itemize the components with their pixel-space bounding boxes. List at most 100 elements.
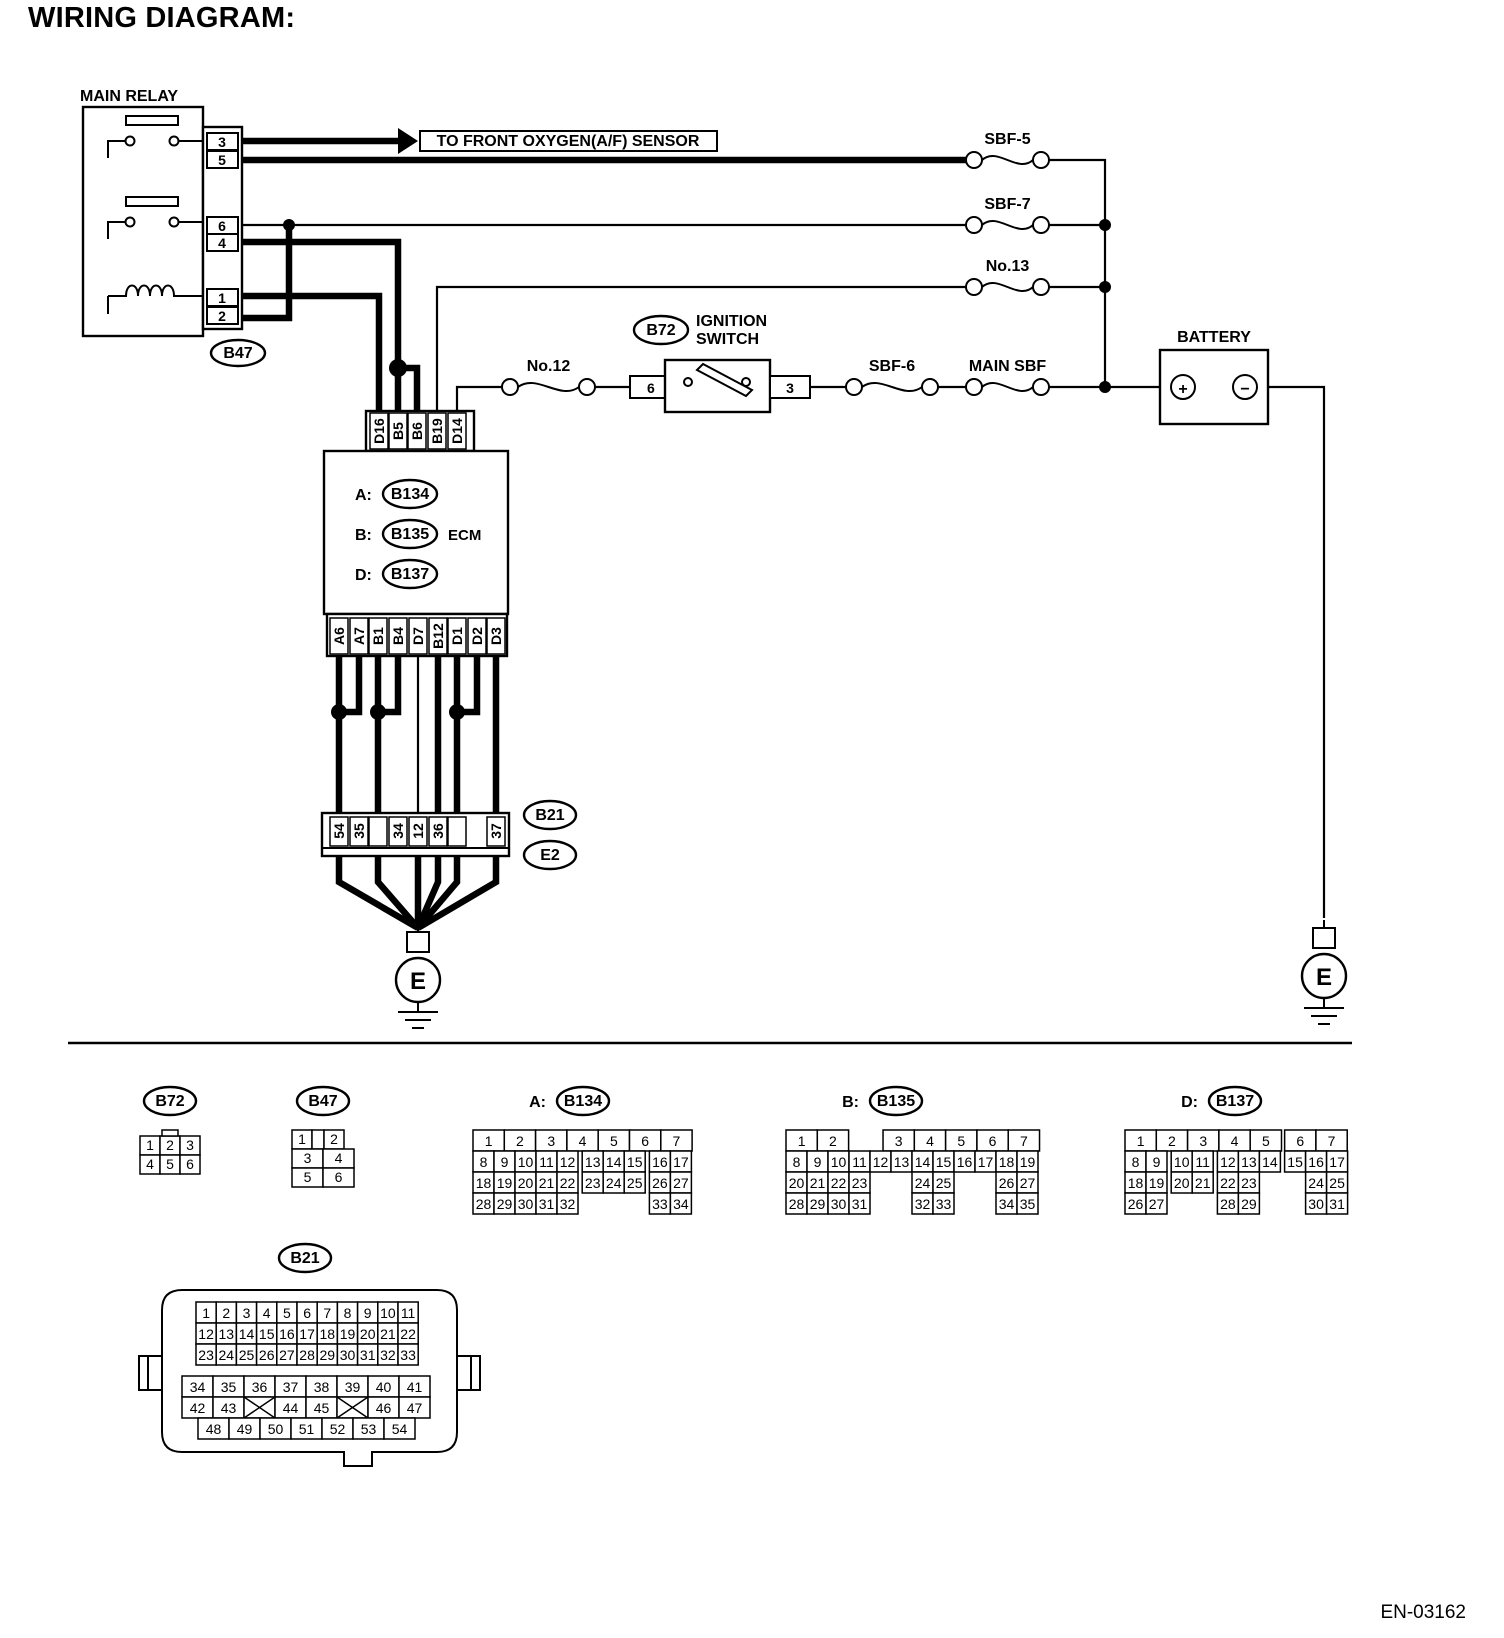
view-b137-pin-21-label: 21 <box>1195 1175 1211 1191</box>
ecm-top-pin-box-D14 <box>447 412 467 450</box>
main-relay-label: MAIN RELAY <box>80 88 178 105</box>
view-b134-pin-25-label: 25 <box>627 1175 643 1191</box>
view-b21-pin-12-label: 12 <box>198 1326 214 1342</box>
wire-joint-ground-0 <box>335 856 420 931</box>
view-b47-pin-2-label: 2 <box>330 1131 338 1147</box>
joint-code-e2-oval <box>522 839 578 871</box>
relay-switch-top-contact-right <box>168 135 180 147</box>
fuse-sbf6-terminal-left <box>845 378 863 396</box>
view-b21-pin-45-label: 45 <box>314 1400 330 1416</box>
d1d2-dot <box>449 704 465 720</box>
ecm-top-pin-box-D16 <box>369 412 389 450</box>
view-b21-pin-2-label: 2 <box>222 1305 230 1321</box>
view-b72-pin-5-label: 5 <box>166 1156 174 1172</box>
fuse-no13-label: No.13 <box>986 258 1030 275</box>
view-b134-pin-11-label: 11 <box>539 1154 554 1170</box>
view-b21-pin-53-label: 53 <box>361 1421 377 1437</box>
view-b137-pin-26-label: 26 <box>1128 1196 1144 1212</box>
ecm-conn-code-B137-label: B137 <box>391 566 429 583</box>
joint-code-b21-label: B21 <box>535 807 564 824</box>
page-title: WIRING DIAGRAM: <box>28 2 296 34</box>
view-b47-key <box>311 1129 325 1150</box>
view-b21-pin-50-label: 50 <box>268 1421 284 1437</box>
view-b21-pin-14-label: 14 <box>239 1326 255 1342</box>
view-b137-pin-14-label: 14 <box>1262 1154 1278 1170</box>
view-b135-pin-22-label: 22 <box>831 1175 847 1191</box>
fuse-no13-terminal-left <box>965 278 983 296</box>
view-b135-pin-31-box <box>848 1192 871 1215</box>
joint-pin-box-2 <box>368 816 388 847</box>
view-b21-pin-6-label: 6 <box>303 1305 311 1321</box>
relay-switch-mid-armature <box>125 196 179 207</box>
view-b137-pin-5-label: 5 <box>1262 1133 1270 1149</box>
view-b21-pin-23-label: 23 <box>198 1347 214 1363</box>
view-b134-pin-20-label: 20 <box>518 1175 534 1191</box>
battery-minus-circle <box>1232 374 1258 400</box>
ecm-conn-prefix-2: D: <box>355 567 372 584</box>
view-b137-pin-9-label: 9 <box>1153 1154 1161 1170</box>
view-b134-pin-15-label: 15 <box>627 1154 643 1170</box>
view-b135-pin-33-box <box>932 1192 955 1215</box>
view-b137-pin-4-label: 4 <box>1231 1133 1239 1149</box>
fuse-no12-label: No.12 <box>527 358 571 375</box>
view-b21-pin-1-label: 1 <box>202 1305 210 1321</box>
fuse-sbf5-label: SBF-5 <box>984 131 1030 148</box>
wire-no13-b19 <box>435 285 974 413</box>
ecm-conn-prefix-0: A: <box>355 487 372 504</box>
view-b134-pin-25-box <box>623 1171 646 1194</box>
fuse-main-sbf-terminal-left <box>965 378 983 396</box>
view-b134-pin-5-label: 5 <box>610 1133 618 1149</box>
relay-pin-6: 6 <box>218 218 226 234</box>
wire-joint-ground-5 <box>416 856 500 931</box>
view-b135-pin-25-label: 25 <box>936 1175 952 1191</box>
battery-plus-circle <box>1170 374 1196 400</box>
view-b137-pin-30-label: 30 <box>1308 1196 1324 1212</box>
view-b134-pin-4-label: 4 <box>579 1133 587 1149</box>
view-b21-pin-32-label: 32 <box>380 1347 396 1363</box>
view-b21-pin-21-label: 21 <box>380 1326 396 1342</box>
view-b72-pin-1-label: 1 <box>146 1137 154 1153</box>
view-b47-pin-6-box <box>322 1167 355 1188</box>
ground-ecm-label: E <box>410 968 426 995</box>
ecm-bottom-pin-box-B4 <box>388 617 408 655</box>
view-b134-pin-31-label: 31 <box>539 1196 555 1212</box>
view-b21-pin-29-label: 29 <box>320 1347 336 1363</box>
ground-battery-terminal <box>1312 927 1336 949</box>
view-b21-pin-17-label: 17 <box>299 1326 315 1342</box>
view-b47-code-label: B47 <box>308 1093 337 1110</box>
joint-pin-35: 35 <box>351 823 367 839</box>
view-b134-pin-23-label: 23 <box>585 1175 601 1191</box>
view-b21-pin-40-label: 40 <box>376 1379 392 1395</box>
fuse-main-sbf-element <box>981 381 1034 393</box>
ecm-bottom-pin-B12: B12 <box>430 623 446 649</box>
view-b137-pin-1-label: 1 <box>1137 1133 1145 1149</box>
relay-pin-box-2 <box>206 306 239 325</box>
view-b135-pin-27-label: 27 <box>1020 1175 1036 1191</box>
view-b21-pin-35-label: 35 <box>221 1379 237 1395</box>
view-b21-pin-27-label: 27 <box>279 1347 295 1363</box>
joint-pin-box-6 <box>447 816 467 847</box>
view-b135-pin-24-label: 24 <box>915 1175 931 1191</box>
view-b72-key <box>161 1129 179 1137</box>
view-b137-pin-14-box <box>1258 1150 1282 1173</box>
view-b137-pin-25-label: 25 <box>1329 1175 1345 1191</box>
fuse-sbf6-label: SBF-6 <box>869 358 915 375</box>
view-b21-pin-31-label: 31 <box>360 1347 376 1363</box>
fuse-main-sbf-label: MAIN SBF <box>969 358 1047 375</box>
view-b137-pin-8-label: 8 <box>1132 1154 1140 1170</box>
view-b137-pin-17-label: 17 <box>1329 1154 1345 1170</box>
view-b135-pin-32-label: 32 <box>915 1196 931 1212</box>
relay-pin-box-5 <box>206 150 239 169</box>
ground-battery-label: E <box>1316 964 1332 991</box>
ecm-top-pin-box-B19 <box>427 412 447 450</box>
ecm-bottom-pin-box-D2 <box>467 617 487 655</box>
wire-relay1-d16 <box>242 292 383 413</box>
bus-dot-no13 <box>1099 281 1111 293</box>
view-b134-pin-29-label: 29 <box>497 1196 513 1212</box>
view-b21-blank-2-x2 <box>243 1396 276 1419</box>
fuse-no13-terminal-right <box>1032 278 1050 296</box>
view-b137-pin-10-label: 10 <box>1174 1154 1190 1170</box>
view-b21-pin-26-label: 26 <box>259 1347 275 1363</box>
view-b21-pin-10-label: 10 <box>380 1305 396 1321</box>
view-b21-pin-44-label: 44 <box>283 1400 299 1416</box>
